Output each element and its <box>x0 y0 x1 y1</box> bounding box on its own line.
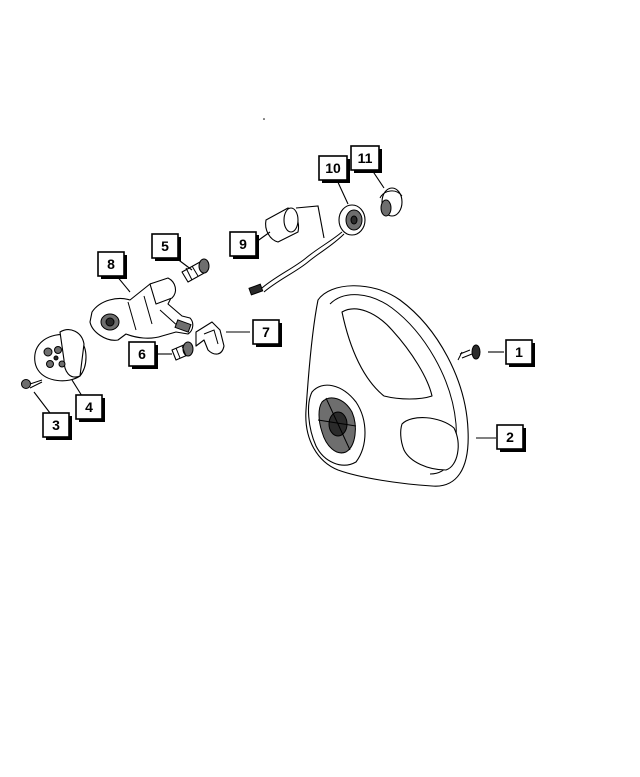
clockspring <box>248 204 366 296</box>
callout-11-label: 11 <box>358 150 373 166</box>
callout-6: 6 <box>128 341 158 369</box>
clip-bracket <box>195 321 225 355</box>
ring-part-11 <box>379 187 403 217</box>
bolt-part-5 <box>181 258 210 283</box>
callout-3-label: 3 <box>52 417 60 433</box>
callout-9-label: 9 <box>239 236 247 252</box>
callout-3: 3 <box>42 412 72 440</box>
callout-6-label: 6 <box>138 346 146 362</box>
callout-4: 4 <box>75 394 105 422</box>
callout-5-label: 5 <box>161 238 169 254</box>
callout-4-label: 4 <box>85 399 93 415</box>
steering-wheel <box>305 285 469 487</box>
stray-dot <box>263 118 265 120</box>
callout-2: 2 <box>496 424 526 452</box>
sleeve-part-9 <box>265 207 300 243</box>
callout-2-label: 2 <box>506 429 514 445</box>
callout-10: 10 <box>318 155 350 183</box>
callout-5: 5 <box>151 233 181 261</box>
callout-9: 9 <box>229 231 259 259</box>
callout-8-label: 8 <box>107 256 115 272</box>
screw-part-1 <box>457 344 481 361</box>
ignition-switch <box>34 329 87 382</box>
bolt-part-6 <box>171 341 194 361</box>
callout-7: 7 <box>252 319 282 347</box>
callout-1: 1 <box>505 339 535 367</box>
callout-11: 11 <box>350 145 382 173</box>
callout-7-label: 7 <box>262 324 270 340</box>
column-lock-housing <box>89 277 194 341</box>
screw-part-3 <box>21 379 43 389</box>
callout-8: 8 <box>97 251 127 279</box>
callout-10-label: 10 <box>325 160 341 176</box>
callout-1-label: 1 <box>515 344 523 360</box>
